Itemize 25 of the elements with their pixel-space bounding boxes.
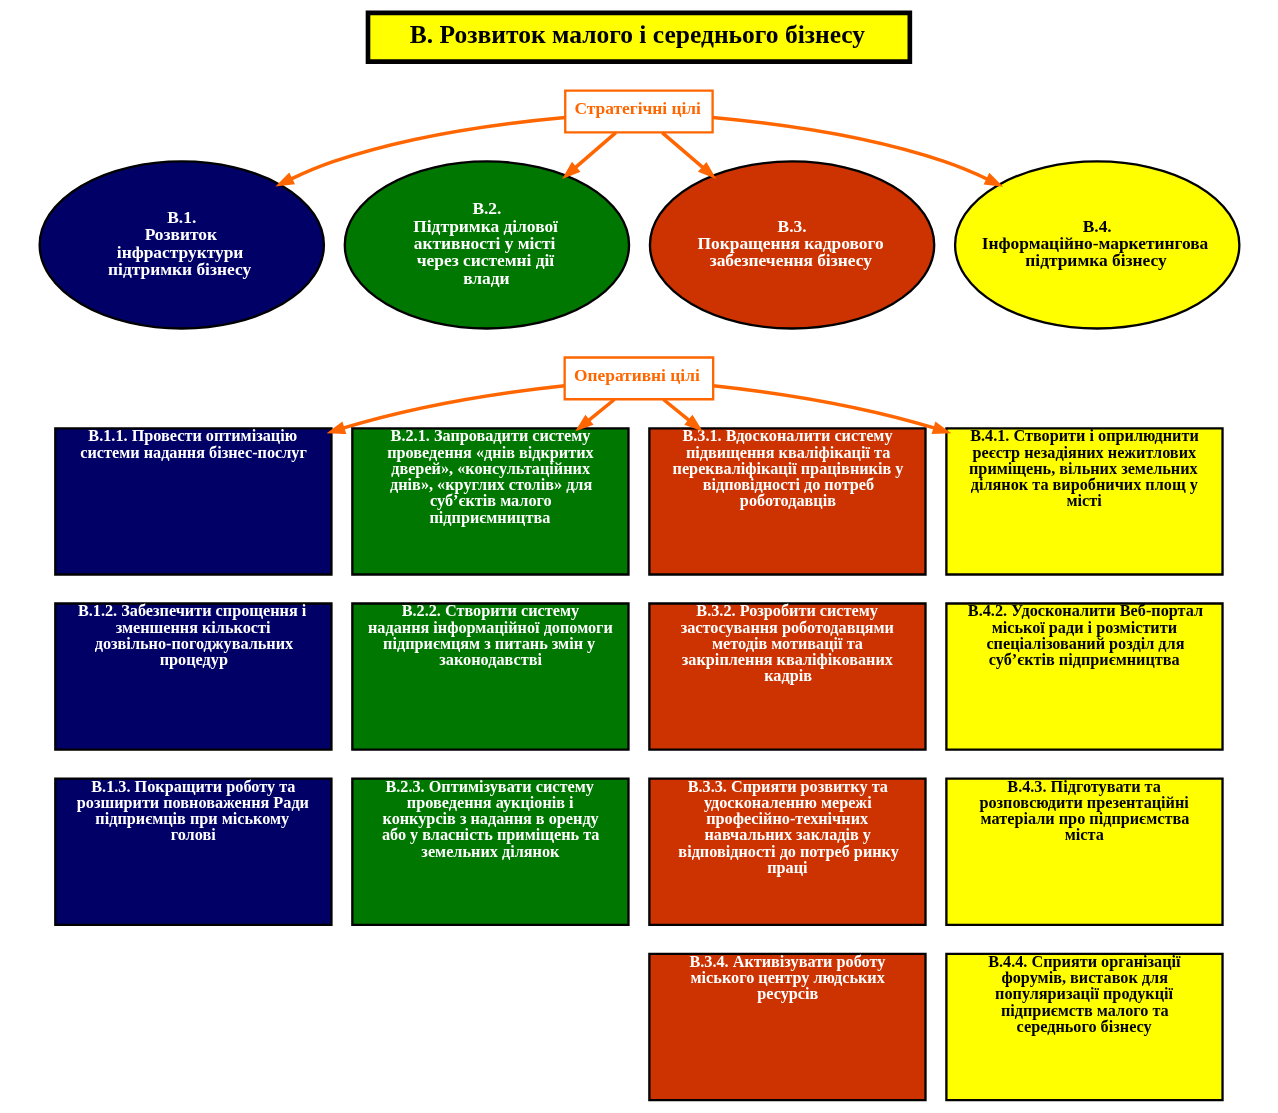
node-box: В.1.1. Провести оптимізацію системи надання бізнес-послуг xyxy=(53,427,333,576)
node-box: В.4.2. Удосконалити Веб-портал міської ради і розмістити спеціалізований розділ для суб’єктів підприємництва xyxy=(944,602,1224,751)
node-box: В.2.2. Створити систему надання інформаційної допомоги підприємцям з питань змін у законодавстві xyxy=(350,602,630,751)
node-box: В.3.4. Активізувати роботу міського центру людських ресурсів xyxy=(647,952,927,1102)
node-box: В.4.1. Створити і оприлюднити реєстр незадіяних нежитлових приміщень, вільних земельних ділянок та виробничих площ у місті xyxy=(944,427,1224,576)
node-box: В.1.2. Забезпечити спрощення і зменшення кількості дозвільно-погоджувальних процедур xyxy=(53,602,333,751)
node-box: В.3.1. Вдосконалити систему підвищення кваліфікації та перекваліфікації працівників у відповідності до потреб роботодавців xyxy=(647,427,927,576)
arrow xyxy=(660,131,716,179)
node-box: В.4.4. Сприяти організації форумів, виставок для популяризації продукції підприємств малого та середнього бізнесу xyxy=(944,952,1224,1102)
node-box: В.2.3. Оптимізувати систему проведення аукціонів і конкурсів з надання в оренду або у власність приміщень та земельних ділянок xyxy=(350,777,630,927)
node-box: В.3.3. Сприяти розвитку та удосконаленню мережі професійно-технічних навчальних закладів у відповідності до потреб ринку праці xyxy=(647,777,927,927)
node-box: Стратегічні цілі xyxy=(563,89,714,134)
arrow xyxy=(561,131,617,179)
node-box: В.4.3. Підготувати та розповсюдити презентаційні матеріали про підприємства міста xyxy=(944,777,1224,927)
node-ellipse: В.4. Інформаційно-маркетингова підтримка бізнесу xyxy=(953,160,1240,330)
arrow xyxy=(712,115,1003,187)
node-box: Оперативні цілі xyxy=(563,356,714,401)
arrow xyxy=(326,384,565,434)
node-box: В.2.1. Запровадити систему проведення «днів відкритих дверей», «консультаційних днів», «круглих столів» для суб’єктів малого підприємництва xyxy=(350,427,630,576)
arrow xyxy=(274,115,565,187)
node-box: В.1.3. Покращити роботу та розширити повноваження Ради підприємців при міському голові xyxy=(53,777,333,927)
node-box: В. Розвиток малого і середнього бізнесу xyxy=(365,10,912,64)
node-ellipse: В.1. Розвиток інфраструктури підтримки бізнесу xyxy=(38,160,325,330)
node-box: В.3.2. Розробити систему застосування роботодавцями методів мотивації та закріплення кваліфікованих кадрів xyxy=(647,602,927,751)
arrow xyxy=(712,384,951,434)
